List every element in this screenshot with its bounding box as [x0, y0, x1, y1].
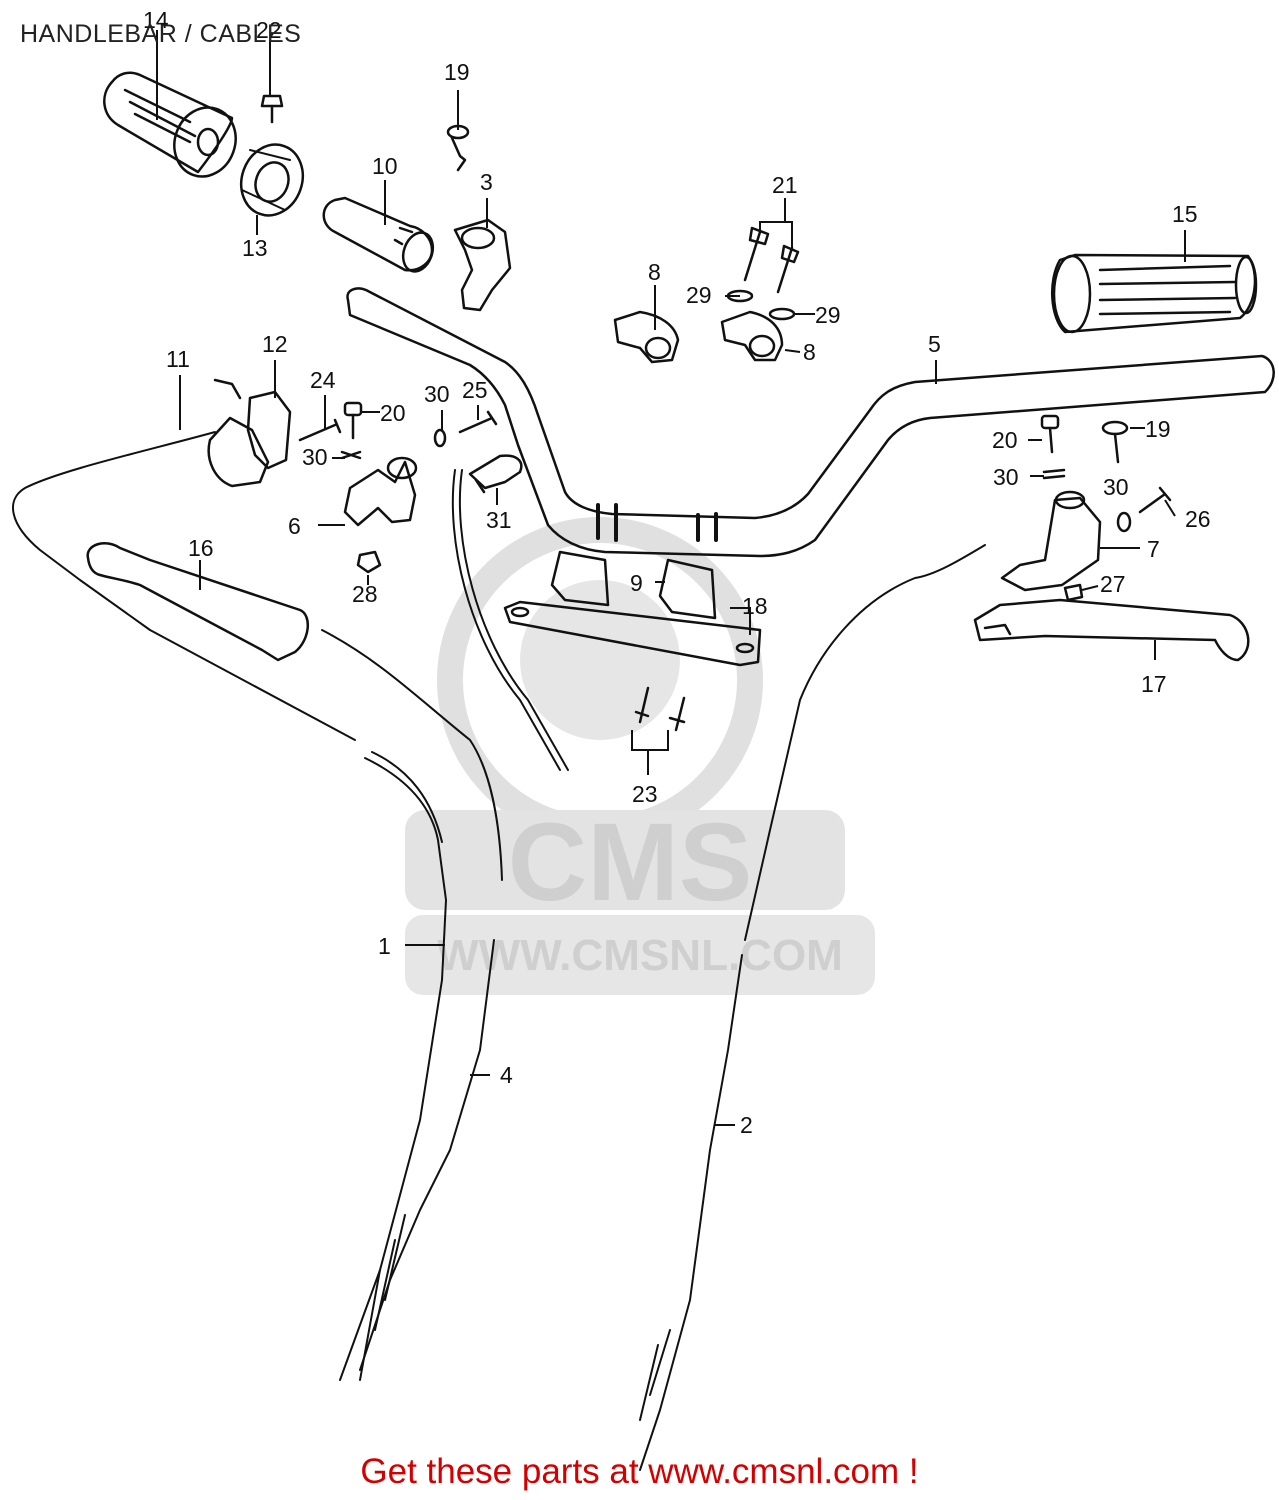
- callout-30-right: 30: [993, 464, 1019, 490]
- callout-18: 18: [742, 593, 768, 619]
- callout-15: 15: [1172, 201, 1198, 227]
- lever-bracket-6-part: [343, 456, 418, 527]
- wire-cable-part: [451, 469, 569, 771]
- throttle-tube-part: [322, 196, 435, 273]
- screw-20-left-part: [343, 401, 363, 440]
- upper-holder-9-part: [550, 550, 717, 620]
- clamp-8-right-part: [720, 310, 784, 362]
- diagram-title: HANDLEBAR / CABLES: [20, 20, 302, 48]
- lever-bracket-7-part: [1000, 490, 1102, 592]
- callout-30-far-right: 30: [1103, 474, 1129, 500]
- callout-19-right: 19: [1145, 416, 1171, 442]
- callout-17: 17: [1141, 671, 1167, 697]
- right-grip-part: [1051, 253, 1258, 334]
- handlebar-part: [346, 287, 1275, 558]
- callout-27: 27: [1100, 571, 1126, 597]
- washer-30-center-part: [433, 428, 447, 448]
- callout-8-right: 8: [803, 339, 816, 365]
- callout-6: 6: [288, 513, 301, 539]
- cable-2-part: [639, 544, 986, 1471]
- screw-22-part: [260, 94, 284, 124]
- cable-4-part: [321, 629, 503, 1381]
- callout-2: 2: [740, 1112, 753, 1138]
- callout-23: 23: [632, 781, 658, 807]
- watermark-url: WWW.CMSNL.COM: [437, 931, 843, 980]
- callout-29-left: 29: [686, 282, 712, 308]
- grip-ring-part: [239, 143, 305, 217]
- callout-19-top: 19: [444, 59, 470, 85]
- callout-28: 28: [352, 581, 378, 607]
- plate-18-part: [503, 600, 762, 667]
- bolts-21-part: [743, 226, 800, 294]
- callout-29-right: 29: [815, 302, 841, 328]
- watermark-brand: CMS: [508, 801, 752, 924]
- callout-labels: 14 22 19 10 3 13 21 15 8 29 29 8 5 12 11…: [143, 7, 1211, 1138]
- callout-13: 13: [242, 235, 268, 261]
- callout-30-left: 30: [424, 381, 450, 407]
- leader-lines: [156, 30, 1186, 1126]
- left-lever-part: [86, 542, 309, 662]
- callout-11: 11: [166, 346, 190, 372]
- callout-7: 7: [1147, 536, 1160, 562]
- nut-28-part: [356, 550, 382, 574]
- callout-3: 3: [480, 169, 493, 195]
- callout-22: 22: [256, 17, 282, 43]
- bolt-26-part: [1138, 486, 1172, 514]
- throttle-housing-part: [453, 218, 512, 312]
- clamp-31-part: [468, 454, 523, 494]
- callout-14: 14: [143, 7, 169, 33]
- callout-20-right: 20: [992, 427, 1018, 453]
- callout-31: 31: [486, 507, 512, 533]
- bolt-25-part: [458, 410, 498, 434]
- nut-27-part: [1063, 583, 1084, 602]
- callout-21: 21: [772, 172, 798, 198]
- callout-1: 1: [378, 933, 391, 959]
- callout-25: 25: [462, 377, 488, 403]
- washer-30-right-part: [1042, 468, 1066, 480]
- washer-30-far-right-part: [1116, 511, 1132, 533]
- bolts-23-part: [634, 686, 686, 732]
- callout-12: 12: [262, 331, 288, 357]
- callout-8-left: 8: [648, 259, 661, 285]
- screw-20-right-part: [1040, 414, 1060, 454]
- left-grip-part: [103, 71, 237, 178]
- switch-housing-part: [207, 378, 292, 488]
- callout-5: 5: [928, 331, 941, 357]
- callout-26: 26: [1185, 506, 1211, 532]
- callout-30-mid: 30: [302, 444, 328, 470]
- callout-9: 9: [630, 570, 643, 596]
- callout-24: 24: [310, 367, 336, 393]
- callout-16: 16: [188, 535, 214, 561]
- right-lever-part: [973, 598, 1250, 662]
- footer-link[interactable]: Get these parts at www.cmsnl.com !: [360, 1452, 919, 1491]
- clamp-8-left-part: [613, 310, 680, 364]
- screw-19-top-part: [446, 124, 470, 172]
- cable-1-part: [12, 431, 447, 1381]
- callout-20-left: 20: [380, 400, 406, 426]
- screw-24-part: [298, 418, 342, 442]
- callout-4: 4: [500, 1062, 513, 1088]
- washer-29-right-part: [768, 307, 796, 321]
- watermark: CMS WWW.CMSNL.COM: [405, 517, 875, 995]
- callout-10: 10: [372, 153, 398, 179]
- screw-19-right-part: [1101, 420, 1129, 464]
